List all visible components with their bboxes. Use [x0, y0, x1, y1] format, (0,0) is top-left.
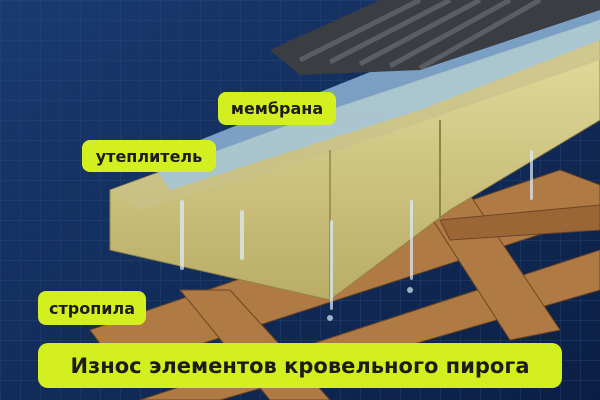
metal-roofing — [270, 0, 600, 75]
label-rafters: стропила — [38, 291, 146, 325]
label-membrane: мембрана — [218, 92, 336, 125]
membrane-layer — [150, 10, 600, 190]
water-drips — [180, 150, 533, 321]
label-insulation: утеплитель — [82, 140, 216, 172]
title-banner: Износ элементов кровельного пирога — [38, 343, 562, 388]
